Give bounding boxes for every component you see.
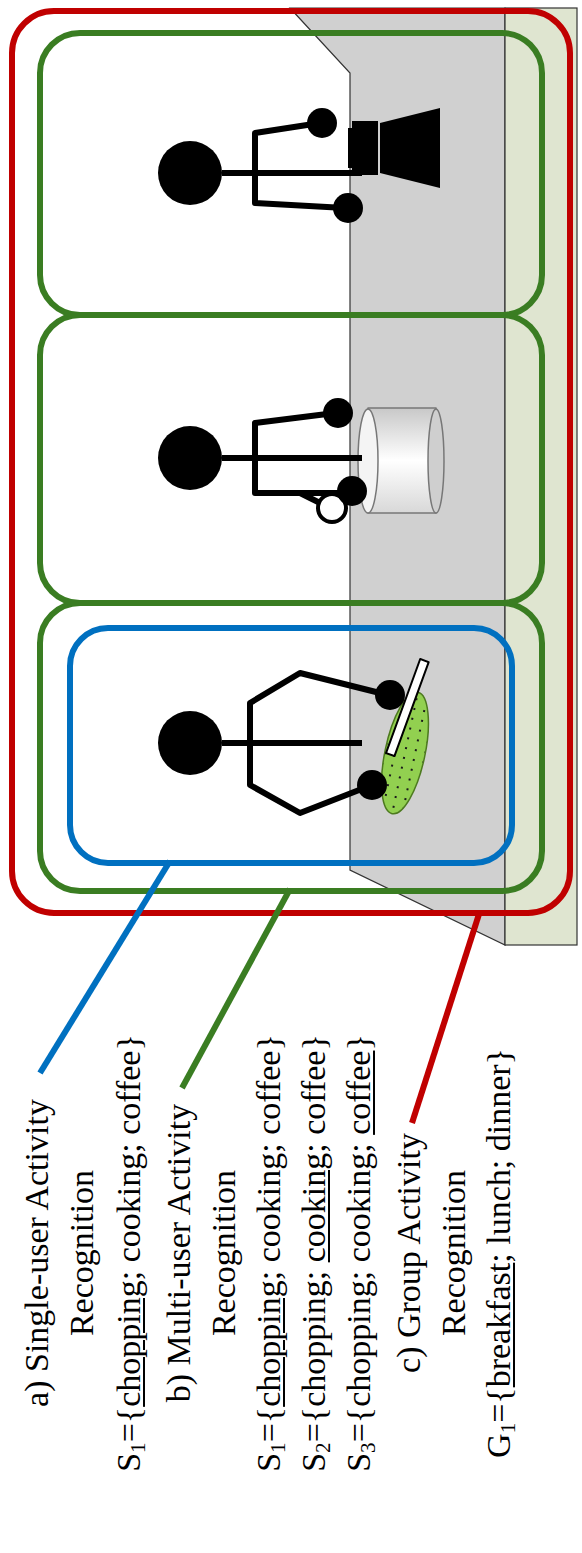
text-run: 1: [496, 1423, 520, 1434]
activity-set: S3={chopping; cooking; coffee}: [336, 973, 381, 1533]
activity-set: S2={chopping; cooking; coffee}: [291, 973, 336, 1533]
user-outline: [40, 33, 542, 315]
text-run: coffee: [340, 1051, 377, 1135]
activity-set: S1={chopping; cooking; coffee}: [246, 973, 291, 1533]
cooking-figure: [158, 398, 444, 522]
user-outline: [40, 603, 542, 891]
text-run: chopping: [250, 1280, 287, 1407]
text-run: breakfast: [480, 1263, 517, 1388]
activity-set: S1={chopping; cooking; coffee}: [106, 973, 151, 1533]
user-outline: [40, 315, 542, 603]
level-heading: a) Single-user Activity Recognition: [14, 1053, 104, 1453]
text-run: 1: [266, 1442, 290, 1453]
chopping-figure: [158, 659, 437, 818]
level-heading: c) Group Activity Recognition: [386, 1053, 476, 1453]
level-heading: b) Multi-user Activity Recognition: [156, 1053, 246, 1453]
leader-line: [412, 911, 480, 1123]
leader-line: [40, 861, 170, 1073]
text-run: chopping: [110, 1280, 147, 1407]
group-outline: [12, 11, 570, 913]
single-user-outline: [70, 628, 512, 863]
text-run: 2: [311, 1442, 335, 1453]
text-run: 3: [356, 1442, 380, 1453]
text-run: 1: [126, 1442, 150, 1453]
activity-set: G1={breakfast; lunch; dinner}: [476, 973, 521, 1533]
text-run: cooking: [295, 1153, 332, 1263]
coffee-figure: [158, 108, 440, 223]
